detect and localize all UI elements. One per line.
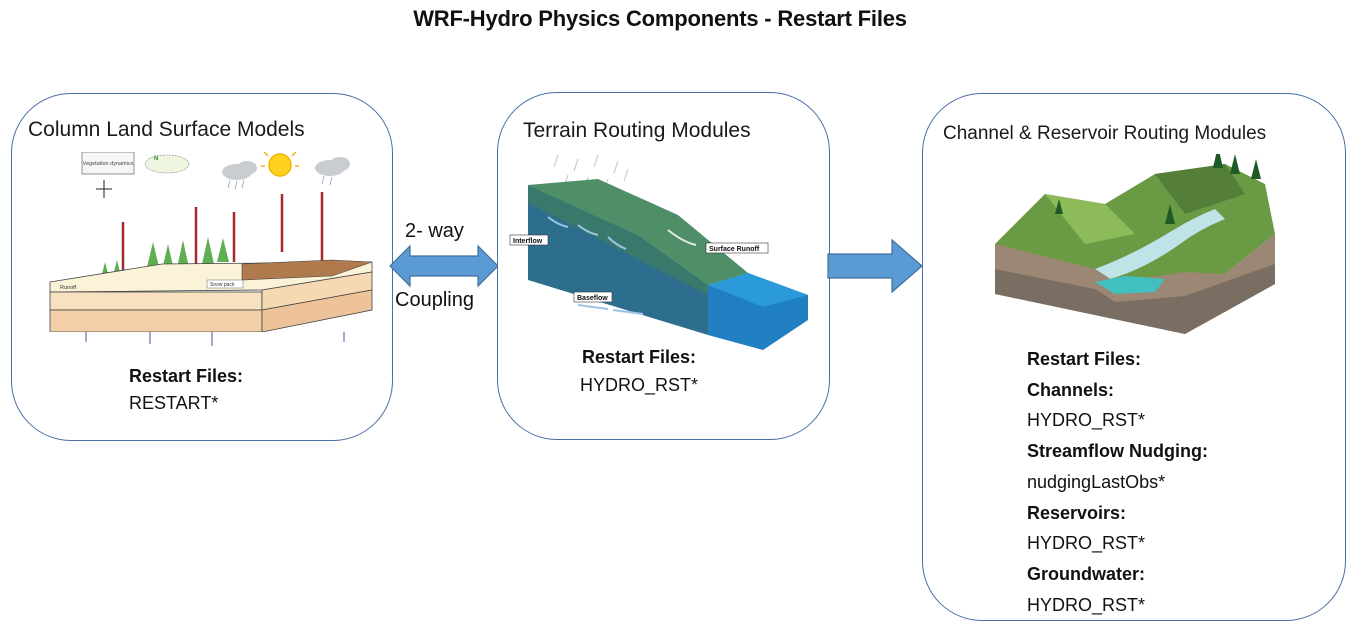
surface-runoff-label: Surface Runoff [709, 246, 760, 253]
land-surface-illustration: Vegetation dynamics N [49, 152, 373, 332]
flow-right-arrow [827, 238, 923, 294]
channels-value: HYDRO_RST* [1027, 410, 1146, 431]
channel-restart-label: Restart Files: [1027, 349, 1142, 369]
channels-label: Channels: [1027, 379, 1115, 400]
diagram-title: WRF-Hydro Physics Components - Restart F… [413, 6, 907, 31]
deep-drainage-arrows [85, 332, 345, 346]
interflow-label: Interflow [513, 238, 543, 245]
coupling-line2: Coupling [395, 289, 474, 311]
terrain-restart-value: HYDRO_RST* [580, 375, 699, 395]
terrain-routing-panel: Terrain Routing Modules Interflow Surfac… [497, 92, 830, 440]
channel-landscape-illustration [995, 154, 1275, 334]
channel-restart-list: Restart Files: Channels: HYDRO_RST* Stre… [1027, 344, 1208, 620]
channel-reservoir-panel: Channel & Reservoir Routing Modules Rest… [922, 93, 1346, 621]
terrain-slope-illustration: Interflow Surface Runoff Baseflow [509, 155, 808, 350]
streamflow-nudging-value: nudgingLastObs* [1027, 471, 1166, 492]
terrain-routing-title: Terrain Routing Modules [523, 119, 751, 142]
snow-pack-label: Snow pack [210, 282, 235, 288]
rain-cloud-icon [222, 157, 350, 180]
svg-text:N: N [154, 156, 158, 162]
land-surface-panel: Column Land Surface Models Vegetation dy… [11, 93, 393, 441]
land-surface-title: Column Land Surface Models [28, 118, 305, 141]
land-restart-label: Restart Files: [129, 366, 244, 386]
terrain-restart-label: Restart Files: [582, 347, 697, 367]
runoff-label: Runoff [60, 285, 77, 291]
streamflow-nudging-label: Streamflow Nudging: [1027, 441, 1208, 462]
reservoirs-label: Reservoirs: [1027, 502, 1127, 523]
groundwater-label: Groundwater: [1027, 563, 1146, 584]
reservoirs-value: HYDRO_RST* [1027, 533, 1146, 554]
coupling-line1: 2- way [405, 220, 464, 242]
baseflow-label: Baseflow [577, 295, 608, 302]
channel-reservoir-title: Channel & Reservoir Routing Modules [943, 123, 1267, 144]
land-restart-value: RESTART* [129, 393, 219, 413]
sun-icon [268, 153, 292, 177]
groundwater-value: HYDRO_RST* [1027, 594, 1146, 615]
coupling-double-arrow [389, 244, 499, 288]
vegetation-label: Vegetation dynamics [83, 161, 134, 167]
